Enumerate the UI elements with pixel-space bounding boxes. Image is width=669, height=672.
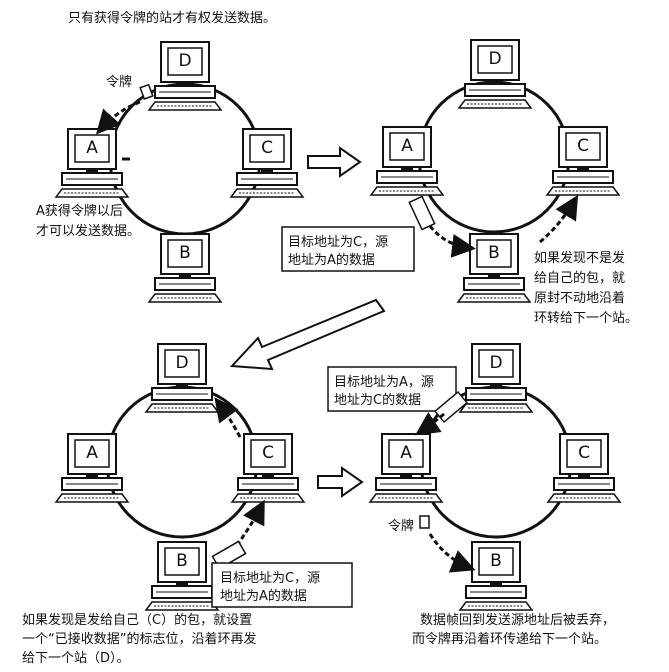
packet-icon bbox=[408, 195, 436, 231]
packet-info-box bbox=[211, 562, 353, 608]
panel-4: D A C B 目标地址为A，源 地址为C的数据 令牌 数据帧回到发送源地址后被… bbox=[327, 343, 621, 647]
panel-2: D A C B 目标地址为C，源 地址为A的数据 如果发现不是发 给自己的包，就… bbox=[281, 39, 638, 326]
packet-info-box bbox=[281, 226, 415, 272]
forward-arrow bbox=[539, 194, 579, 244]
step-arrow-1 bbox=[307, 146, 362, 178]
station-c: C bbox=[547, 433, 621, 503]
p4-box-line2: 地址为C的数据 bbox=[334, 392, 421, 408]
svg-text:C: C bbox=[577, 136, 589, 156]
step-arrow-3 bbox=[317, 466, 364, 498]
token-arrow bbox=[95, 100, 141, 135]
station-a: A bbox=[55, 433, 129, 503]
p2-note-line1: 如果发现不是发 bbox=[534, 250, 625, 266]
p2-note-line4: 环转给下一个站。 bbox=[534, 311, 638, 326]
svg-text:B: B bbox=[179, 243, 191, 263]
svg-text:A: A bbox=[401, 136, 413, 156]
svg-text:B: B bbox=[490, 551, 502, 571]
title-note: 只有获得令牌的站才有权发送数据。 bbox=[68, 10, 276, 26]
svg-text:A: A bbox=[400, 443, 412, 463]
station-b: B bbox=[145, 541, 219, 611]
p2-box-line1: 目标地址为C，源 bbox=[288, 235, 388, 250]
svg-text:B: B bbox=[176, 551, 188, 571]
p4-box-line1: 目标地址为A，源 bbox=[334, 375, 434, 390]
p1-note-line2: 才可以发送数据。 bbox=[36, 223, 140, 239]
token-label: 令牌 bbox=[388, 518, 414, 534]
svg-text:B: B bbox=[488, 243, 500, 263]
packet-arrow bbox=[415, 412, 445, 436]
station-b: B bbox=[148, 233, 222, 303]
station-c: C bbox=[230, 128, 304, 198]
p4-note-line2: 而令牌再沿着环传递给下一个站。 bbox=[412, 631, 607, 647]
svg-text:D: D bbox=[175, 353, 188, 373]
svg-text:A: A bbox=[86, 443, 98, 463]
p2-note-line2: 给自己的包，就 bbox=[534, 270, 625, 286]
svg-text:A: A bbox=[86, 138, 98, 158]
packet-arrow bbox=[428, 225, 476, 258]
p3-box-line2: 地址为A的数据 bbox=[220, 588, 307, 604]
token-label: 令牌 bbox=[106, 74, 132, 90]
station-b: B bbox=[459, 541, 533, 611]
forward-arrow bbox=[214, 397, 242, 438]
p3-box-line1: 目标地址为C，源 bbox=[220, 571, 320, 586]
station-d: D bbox=[459, 343, 533, 413]
station-a: A bbox=[369, 433, 443, 503]
token-arrow bbox=[428, 533, 476, 573]
station-a: A bbox=[55, 128, 129, 198]
svg-text:D: D bbox=[489, 353, 502, 373]
svg-text:C: C bbox=[262, 443, 274, 463]
p1-note-line1: A获得令牌以后 bbox=[36, 203, 123, 219]
panel-3: D A C B 目标地址为C，源 地址为A的数据 如果发现是发给自己（C）的包，… bbox=[22, 343, 353, 666]
station-d: D bbox=[145, 343, 219, 413]
svg-text:D: D bbox=[488, 49, 501, 69]
p2-box-line2: 地址为A的数据 bbox=[288, 252, 375, 268]
station-d: D bbox=[458, 39, 532, 109]
svg-text:C: C bbox=[261, 138, 273, 158]
station-a: A bbox=[370, 126, 444, 196]
step-arrow-2 bbox=[229, 298, 386, 371]
p2-note-line3: 原封不动地沿着 bbox=[534, 290, 625, 306]
svg-text:D: D bbox=[178, 51, 191, 71]
token-icon bbox=[139, 83, 154, 100]
p3-note-line1: 如果发现是发给自己（C）的包，就设置 bbox=[22, 612, 252, 628]
station-c: C bbox=[546, 126, 620, 196]
p4-note-line1: 数据帧回到发送源地址后被丢弃， bbox=[420, 612, 615, 628]
station-d: D bbox=[148, 41, 222, 111]
station-b: B bbox=[457, 233, 531, 303]
p3-note-line2: 一个“已接收数据”的标志位，沿着环再发 bbox=[22, 631, 256, 647]
svg-text:C: C bbox=[578, 443, 590, 463]
station-c: C bbox=[231, 433, 305, 503]
panel-1: D A C B 令牌 A获得令牌以后 才可以发送数据。 bbox=[36, 41, 304, 303]
packet-info-box bbox=[327, 366, 457, 412]
p3-note-line3: 给下一个站（D）。 bbox=[22, 651, 130, 666]
token-icon bbox=[419, 515, 430, 529]
